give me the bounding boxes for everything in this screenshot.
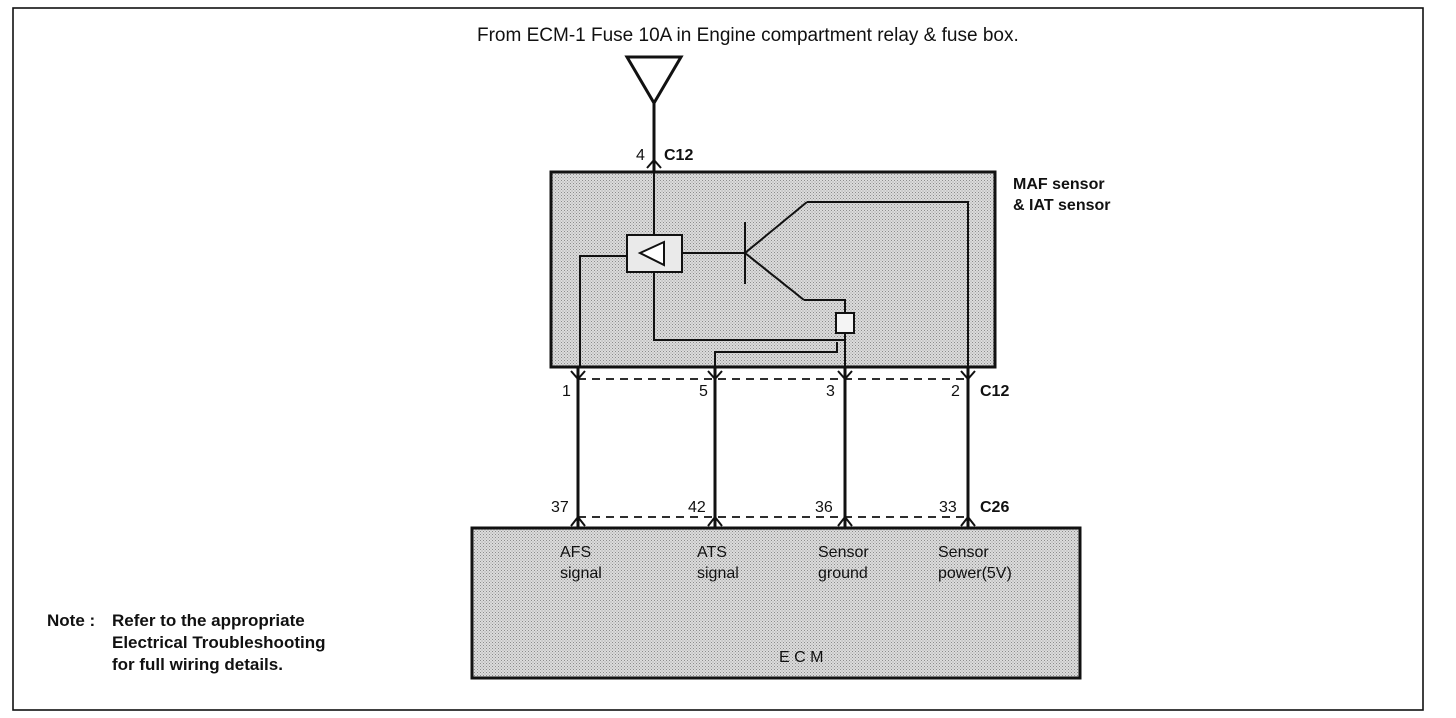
afs-signal-label: AFS signal [560, 542, 602, 584]
thermistor-symbol [835, 312, 855, 334]
ecm-pin-power: 33 [939, 499, 957, 516]
ecm-connector-id: C26 [980, 499, 1010, 516]
amplifier-triangle-icon [637, 240, 665, 267]
afs-signal-line1: AFS [560, 544, 592, 561]
sensor-name-line2: & IAT sensor [1013, 197, 1111, 214]
note-line3: for full wiring details. [112, 655, 283, 674]
sensor-pin-afs: 1 [562, 383, 571, 400]
diagram-frame [12, 7, 1424, 711]
sensor-internal-circuit [579, 172, 969, 367]
sensor-name-line1: MAF sensor [1013, 176, 1105, 193]
ecm-pin-ats: 42 [688, 499, 706, 516]
ats-signal-line1: ATS [697, 544, 727, 561]
sensor-ground-line2: ground [818, 565, 868, 582]
sensor-connector-pins [570, 370, 976, 381]
note-prefix: Note : [47, 611, 96, 630]
supply-connector-id: C12 [664, 147, 694, 164]
sensor-power-line2: power(5V) [938, 565, 1012, 582]
power-source-symbol [624, 55, 684, 106]
ecm-connector-pins [570, 515, 976, 527]
sensor-pin-ground: 3 [826, 383, 835, 400]
note-line1: Refer to the appropriate [112, 611, 305, 630]
maf-iat-sensor-box [549, 170, 997, 369]
sensor-power-line1: Sensor [938, 544, 989, 561]
note-line2: Electrical Troubleshooting [112, 633, 326, 652]
sensor-power-label: Sensor power(5V) [938, 542, 1012, 584]
ecm-box [470, 526, 1082, 680]
ats-signal-label: ATS signal [697, 542, 739, 584]
supply-pin-number: 4 [636, 147, 645, 164]
afs-signal-line2: signal [560, 565, 602, 582]
sensor-ground-label: Sensor ground [818, 542, 869, 584]
ats-signal-line2: signal [697, 565, 739, 582]
harness-wires [576, 367, 970, 527]
ecm-pin-ground: 36 [815, 499, 833, 516]
ecm-label: E C M [779, 649, 824, 666]
ecm-pin-afs: 37 [551, 499, 569, 516]
sensor-ground-line1: Sensor [818, 544, 869, 561]
sensor-pin-ats: 5 [699, 383, 708, 400]
power-source-label: From ECM-1 Fuse 10A in Engine compartmen… [477, 25, 1019, 46]
sensor-pin-power: 2 [951, 383, 960, 400]
sensor-connector-id: C12 [980, 383, 1010, 400]
